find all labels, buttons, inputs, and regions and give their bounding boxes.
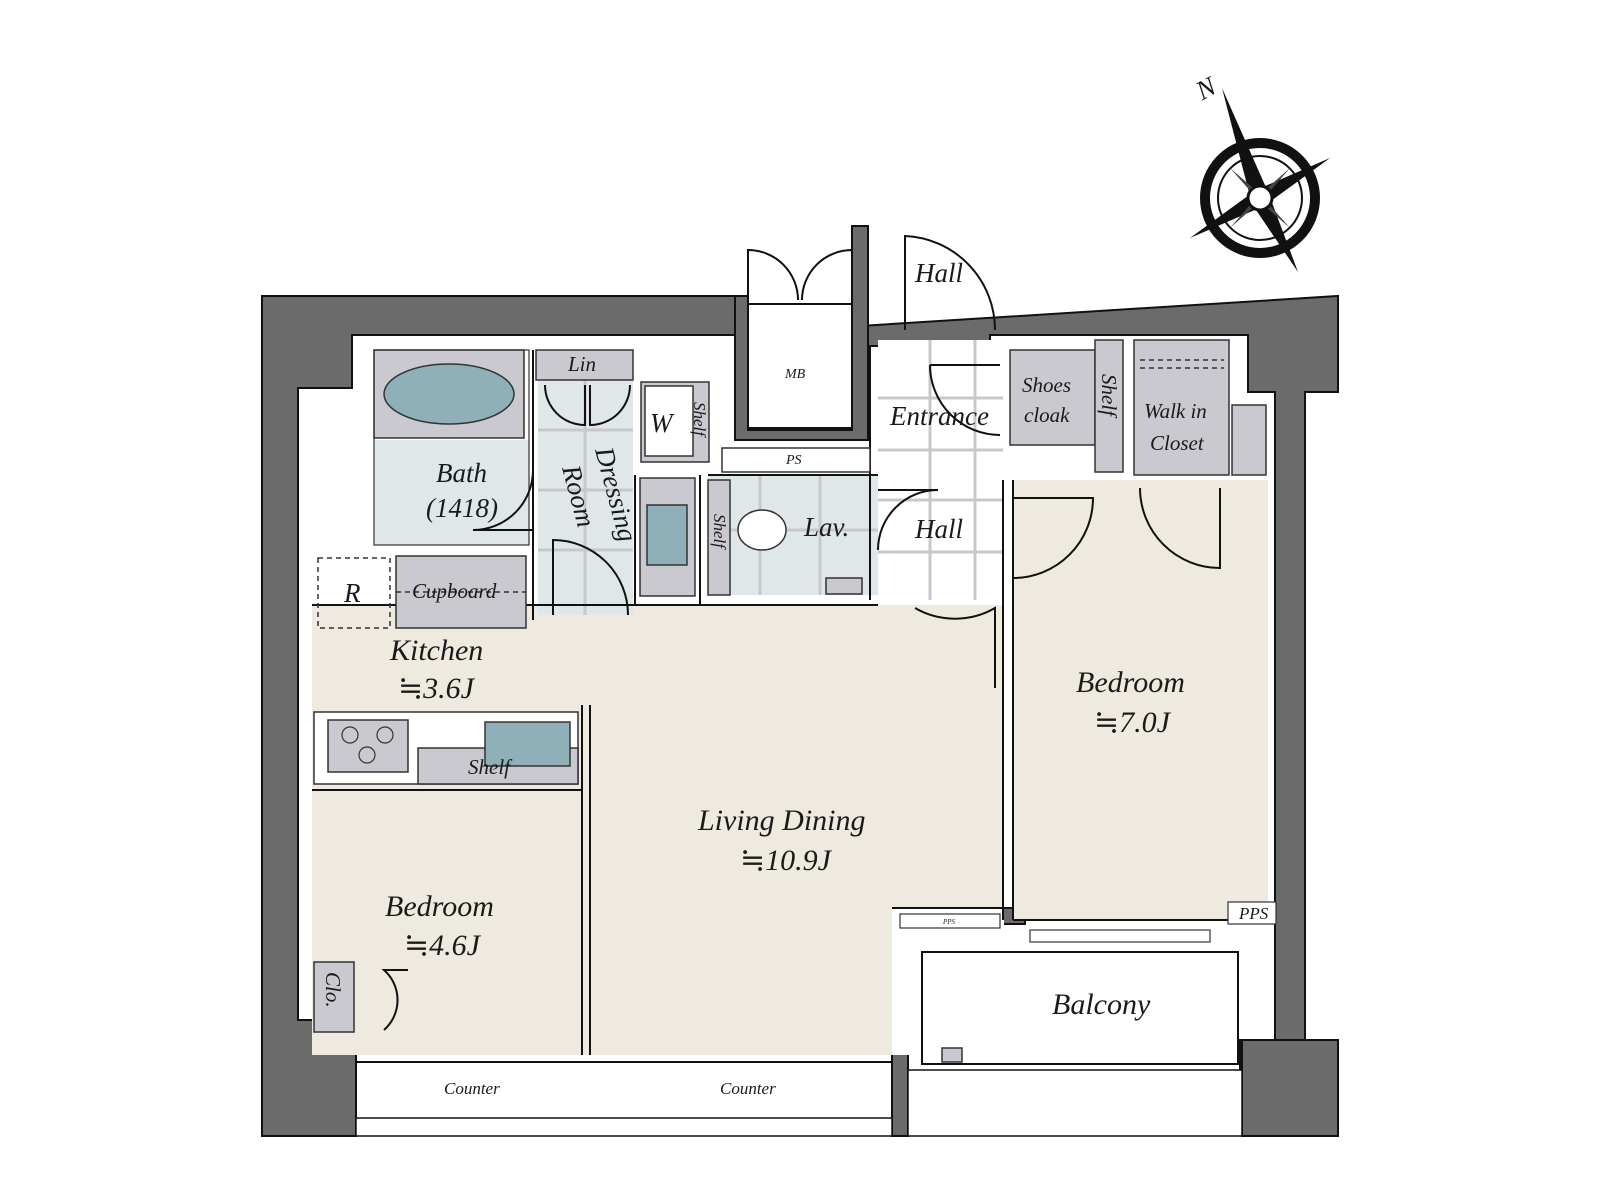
door-hall-top <box>904 234 997 331</box>
label-counter-left: Counter <box>444 1079 500 1098</box>
bath-floor <box>374 440 529 545</box>
walk-in-shelf <box>1231 404 1267 476</box>
closet-left <box>313 961 355 1033</box>
door-hall-lower <box>914 606 996 688</box>
label-walkin-2: Closet <box>1150 431 1205 455</box>
balcony-drain <box>941 1047 963 1063</box>
walk-in-closet <box>1133 339 1230 476</box>
burner-2 <box>376 726 394 744</box>
hall-tile-grid <box>538 340 1003 615</box>
door-lin-left <box>544 384 586 427</box>
washer <box>644 385 694 457</box>
hall-floor <box>878 340 1003 600</box>
doors <box>381 234 1221 1031</box>
shoes-cloak <box>1009 349 1096 446</box>
lav-shelf <box>707 479 731 596</box>
label-walkin-1: Walk in <box>1144 399 1207 423</box>
door-lin-right <box>589 384 631 427</box>
bedroom-right-floor <box>1013 480 1268 920</box>
bath-outline <box>373 349 530 546</box>
balcony-window <box>1029 929 1211 943</box>
refrigerator-space <box>317 557 391 629</box>
linen-cabinet <box>535 349 634 381</box>
label-living: Living Dining <box>697 804 866 837</box>
bedroom-left-floor <box>312 790 577 1055</box>
label-lav: Lav. <box>803 512 849 542</box>
kitchen-sink <box>484 721 571 767</box>
label-entrance: Entrance <box>889 401 989 431</box>
window-bottom-left <box>355 1117 893 1137</box>
wall-bottom-right-corner <box>1241 1039 1339 1137</box>
label-shelf-shoes: Shelf <box>1097 374 1121 419</box>
toilet <box>737 509 787 551</box>
door-entrance <box>929 364 1001 436</box>
compass-rose <box>1190 88 1330 272</box>
door-lav <box>877 489 939 551</box>
label-shoes-1: Shoes <box>1022 373 1071 397</box>
door-mb-left <box>747 248 799 301</box>
door-bedroom-right <box>1012 497 1095 579</box>
window-balcony-rail <box>907 1069 1243 1137</box>
label-pps-small: PPS <box>942 918 956 926</box>
door-closet <box>381 969 408 1031</box>
balcony-area <box>921 951 1239 1065</box>
partitions <box>312 345 1268 1055</box>
door-walkin <box>1139 487 1221 570</box>
stove <box>327 719 409 773</box>
vanity-sink <box>646 504 688 566</box>
lav-floor <box>708 475 878 595</box>
label-living-size: ≒10.9J <box>740 844 833 877</box>
mb-box <box>747 303 853 429</box>
burner-1 <box>341 726 359 744</box>
label-counter-right: Counter <box>720 1079 776 1098</box>
compass-needle <box>1222 88 1298 272</box>
label-r: R <box>343 578 361 608</box>
label-bedroom-left-size: ≒4.6J <box>404 929 482 962</box>
pps-small-box <box>899 913 1001 929</box>
label-ps: PS <box>785 453 802 468</box>
lav-sink <box>825 577 863 595</box>
pps-box <box>1227 901 1277 925</box>
label-kitchen: Kitchen <box>389 634 483 667</box>
door-mb-right <box>801 248 853 301</box>
label-clo: Clo. <box>321 972 345 1008</box>
label-w: W <box>650 408 675 438</box>
label-bath-size: (1418) <box>426 493 498 523</box>
label-lin: Lin <box>567 352 596 376</box>
label-kitchen-size: ≒3.6J <box>398 672 476 705</box>
compass-north-label: N <box>1190 70 1223 106</box>
label-hall-mid: Hall <box>914 514 963 544</box>
door-bath <box>472 469 534 531</box>
label-bedroom-right: Bedroom <box>1076 666 1185 699</box>
label-balcony: Balcony <box>1052 988 1151 1021</box>
bathtub-basin <box>383 363 515 425</box>
label-bedroom-left: Bedroom <box>385 890 494 923</box>
label-bath: Bath <box>436 458 487 488</box>
door-dressing <box>552 538 629 616</box>
label-shelf-kitchen: Shelf <box>468 755 513 779</box>
label-shoes-2: cloak <box>1024 403 1070 427</box>
ps-shaft <box>721 447 871 473</box>
label-bedroom-right-size: ≒7.0J <box>1094 706 1172 739</box>
shoes-shelf <box>1094 339 1124 473</box>
label-mb: MB <box>784 367 806 382</box>
label-shelf-lav: Shelf <box>710 514 729 550</box>
burner-3 <box>358 746 376 764</box>
label-shelf-washer: Shelf <box>690 402 709 438</box>
label-hall-top: Hall <box>914 258 963 288</box>
label-pps: PPS <box>1238 904 1269 923</box>
label-cupboard: Cupboard <box>412 579 497 603</box>
floor-areas <box>312 340 1268 1055</box>
